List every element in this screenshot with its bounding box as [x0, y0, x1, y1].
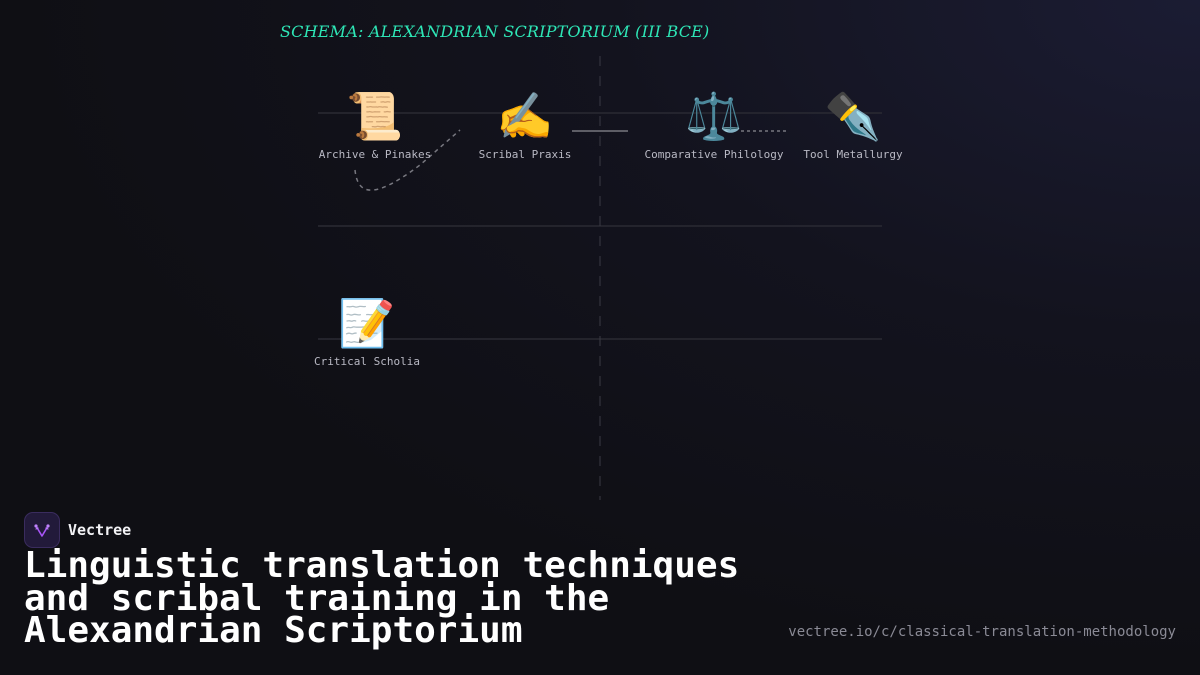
scroll-icon: 📜 — [346, 89, 404, 143]
brand: Vectree — [24, 512, 131, 548]
node-metallurgy: ✒️ Tool Metallurgy — [773, 88, 933, 161]
page-url: vectree.io/c/classical-translation-metho… — [788, 624, 1176, 640]
scales-icon: ⚖️ — [685, 89, 743, 143]
node-label: Scribal Praxis — [478, 148, 572, 161]
node-label: Critical Scholia — [314, 355, 420, 368]
brand-name: Vectree — [68, 521, 132, 539]
node-label: Tool Metallurgy — [803, 148, 903, 161]
node-label: Archive & Pinakes — [318, 148, 432, 161]
diagram-title: SCHEMA: ALEXANDRIAN SCRIPTORIUM (III BCE… — [280, 22, 710, 41]
node-label: Comparative Philology — [644, 148, 784, 161]
pen-nib-icon: ✒️ — [824, 89, 882, 143]
edge-archive-scribal — [354, 129, 461, 191]
node-philology: ⚖️ Comparative Philology — [634, 88, 794, 161]
writing-hand-icon: ✍️ — [496, 89, 554, 143]
node-scholia: 📝 Critical Scholia — [287, 295, 447, 368]
vectree-logo-icon — [24, 512, 60, 548]
memo-icon: 📝 — [338, 296, 396, 350]
headline: Linguistic translation techniques and sc… — [24, 545, 740, 651]
node-scribal: ✍️ Scribal Praxis — [445, 88, 605, 161]
node-archive: 📜 Archive & Pinakes — [295, 88, 455, 161]
